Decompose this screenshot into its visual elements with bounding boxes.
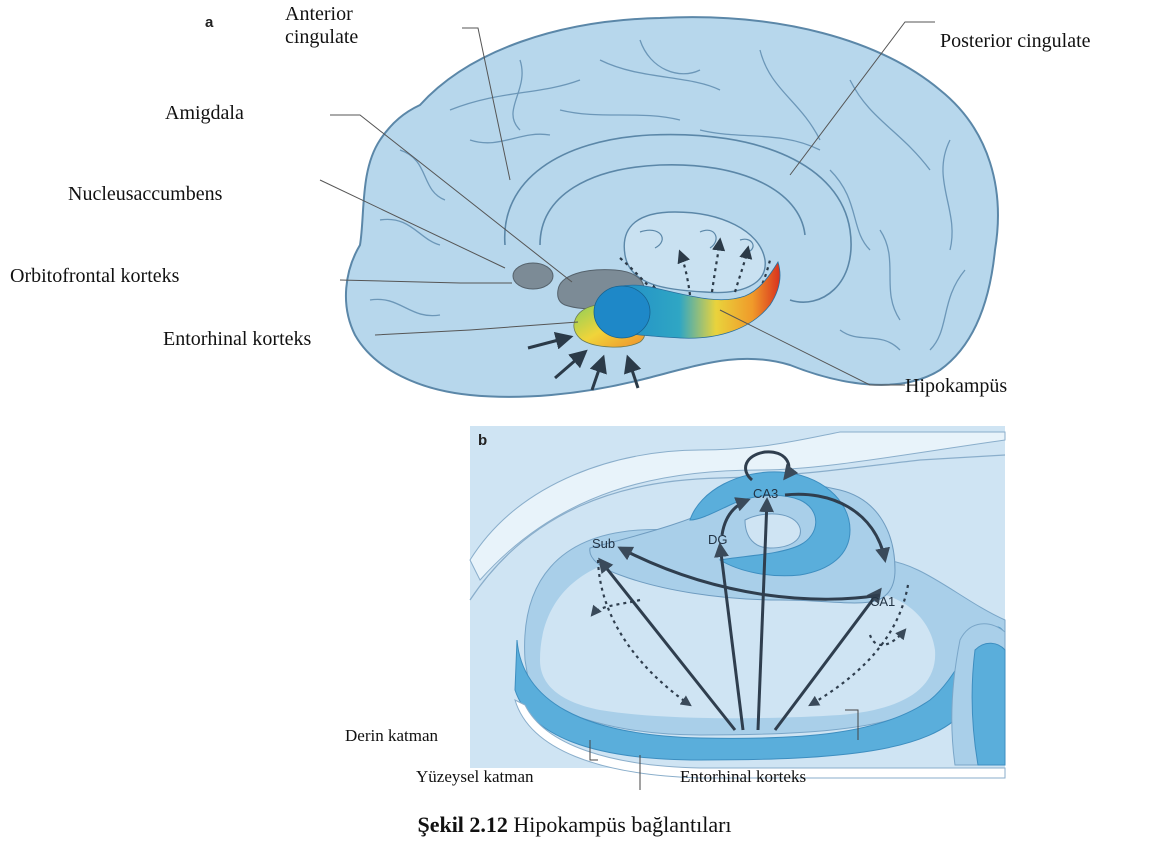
label-amigdala: Amigdala [165, 102, 244, 125]
label-entorhinal-a: Entorhinal korteks [163, 328, 311, 351]
label-posterior-cingulate: Posterior cingulate [940, 30, 1091, 53]
label-derin-katman: Derin katman [345, 726, 438, 746]
panel-b-letter: b [478, 432, 487, 449]
figure-caption: Şekil 2.12 Hipokampüs bağlantıları [0, 812, 1149, 838]
hippocampus-head [594, 286, 650, 338]
label-entorhinal-b: Entorhinal korteks [680, 767, 806, 787]
label-yuzeysel-katman: Yüzeysel katman [416, 767, 534, 787]
brain-outline [346, 17, 998, 397]
caption-text: Hipokampüs bağlantıları [513, 812, 731, 837]
orbitofrontal-region [513, 263, 553, 289]
caption-number: Şekil 2.12 [417, 812, 507, 837]
label-sub: Sub [592, 536, 615, 551]
label-hipokampus: Hipokampüs [905, 375, 1007, 398]
label-anterior-cingulate: Anterior cingulate [285, 3, 358, 49]
panel-a-letter: a [205, 14, 213, 31]
label-ca3: CA3 [753, 486, 778, 501]
label-nucleus-accumbens: Nucleusaccumbens [68, 183, 222, 206]
label-ca1: CA1 [870, 594, 895, 609]
label-orbitofrontal: Orbitofrontal korteks [10, 265, 179, 288]
label-dg: DG [708, 532, 728, 547]
